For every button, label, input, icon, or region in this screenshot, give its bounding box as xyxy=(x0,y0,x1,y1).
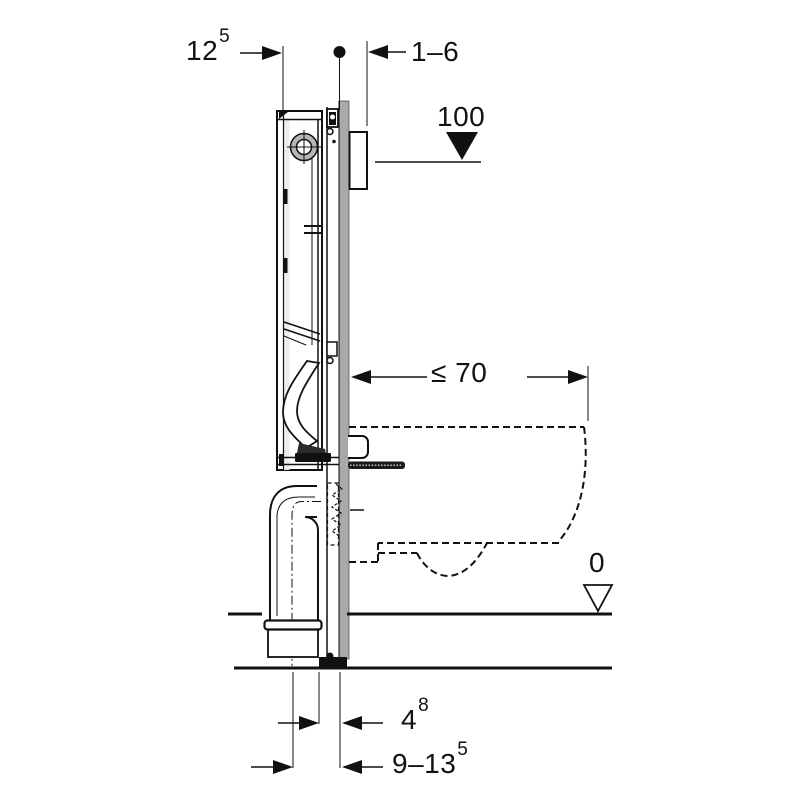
threaded-rod xyxy=(348,461,405,469)
dim-outlet-offset-label: 9–135 xyxy=(392,738,469,779)
pipe-centerline xyxy=(291,501,321,666)
flush-plate-box xyxy=(348,131,368,190)
frame-corner-mark xyxy=(279,112,288,119)
mounting-frame xyxy=(276,100,405,660)
extension-lines-bottom xyxy=(292,672,341,768)
dim-finish-thickness-label: 1–6 xyxy=(411,36,460,67)
dim-frame-depth-label: 125 xyxy=(186,25,231,66)
dimension-finish-thickness xyxy=(366,41,406,126)
rear-fixing-tick xyxy=(283,258,288,273)
dimension-outlet-offset xyxy=(251,760,383,774)
mounting-rail xyxy=(326,100,350,660)
internal-bracket xyxy=(304,225,322,234)
wc-fixing-bracket xyxy=(348,435,405,511)
floor-level-marker xyxy=(582,584,614,613)
anchor-hatch-zone xyxy=(326,482,344,546)
datum-dot xyxy=(333,46,346,110)
frame-base-plate xyxy=(277,454,347,466)
drain-elbow xyxy=(269,485,321,666)
floor-socket xyxy=(263,619,323,658)
dimension-frame-depth xyxy=(240,46,284,110)
frame-foot xyxy=(319,652,347,667)
meter-level-marker xyxy=(375,132,481,163)
floor-lines xyxy=(228,612,612,670)
dim-meter-mark-label: 100 xyxy=(437,101,486,132)
cistern-bottom xyxy=(283,321,321,346)
water-supply-connection-icon xyxy=(287,130,321,164)
dimension-bowl-depth xyxy=(351,366,589,421)
dimension-rail-offset xyxy=(278,716,383,730)
dim-rail-offset-label: 48 xyxy=(401,694,430,735)
toilet-bowl-outline xyxy=(345,426,587,578)
dim-bowl-depth-label: ≤ 70 xyxy=(431,357,488,388)
rear-fixing-tick xyxy=(283,189,288,204)
dim-floor-level-label: 0 xyxy=(589,547,606,578)
